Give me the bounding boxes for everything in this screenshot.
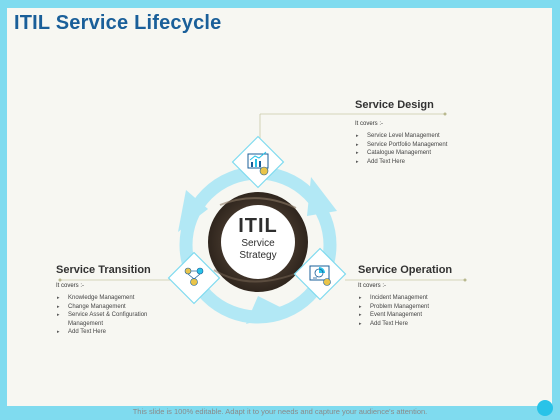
center-label: ITIL Service Strategy bbox=[221, 215, 295, 262]
chart-growth-icon bbox=[247, 151, 269, 176]
list-item: Add Text Here bbox=[355, 158, 495, 167]
footer-note: This slide is 100% editable. Adapt it to… bbox=[132, 407, 428, 416]
list-item: Service Asset & Configuration Management bbox=[56, 311, 174, 328]
service-operation-list: Incident Management Problem Management E… bbox=[358, 294, 488, 328]
arrow-head-left bbox=[178, 190, 208, 232]
center-circle bbox=[208, 192, 308, 292]
service-transition-block: Service Transition It covers :- Knowledg… bbox=[56, 264, 174, 337]
list-item: Service Portfolio Management bbox=[355, 141, 495, 150]
list-item: Problem Management bbox=[358, 303, 488, 312]
service-transition-list: Knowledge Management Change Management S… bbox=[56, 294, 174, 337]
list-item: Incident Management bbox=[358, 294, 488, 303]
people-network-icon bbox=[184, 267, 204, 286]
service-transition-heading: Service Transition bbox=[56, 264, 151, 276]
list-item: Event Management bbox=[358, 311, 488, 320]
design-diamond bbox=[231, 135, 285, 189]
service-design-heading: Service Design bbox=[355, 99, 434, 111]
center-sub-text-2: Strategy bbox=[239, 250, 277, 261]
dashboard-icon bbox=[309, 265, 331, 286]
list-item: Add Text Here bbox=[56, 328, 174, 337]
list-item: Catalogue Management bbox=[355, 149, 495, 158]
service-operation-heading: Service Operation bbox=[358, 264, 453, 276]
page-title: ITIL Service Lifecycle bbox=[14, 12, 222, 34]
service-design-block: Service Design It covers :- Service Leve… bbox=[355, 99, 495, 166]
center-sub-text-1: Service bbox=[241, 238, 275, 249]
list-item: Change Management bbox=[56, 303, 174, 312]
arrow-head-right bbox=[307, 177, 337, 216]
service-transition-covers: It covers :- bbox=[56, 283, 85, 289]
service-design-covers: It covers :- bbox=[355, 121, 384, 127]
service-operation-covers: It covers :- bbox=[358, 283, 387, 289]
corner-dot bbox=[537, 400, 553, 416]
transition-diamond bbox=[167, 251, 221, 305]
list-item: Knowledge Management bbox=[56, 294, 174, 303]
arrow-head-bottom bbox=[246, 296, 290, 324]
list-item: Add Text Here bbox=[358, 320, 488, 329]
service-design-list: Service Level Management Service Portfol… bbox=[355, 132, 495, 166]
service-operation-block: Service Operation It covers :- Incident … bbox=[358, 264, 488, 328]
list-item: Service Level Management bbox=[355, 132, 495, 141]
operation-diamond bbox=[293, 247, 347, 301]
center-main-text: ITIL bbox=[238, 215, 278, 237]
